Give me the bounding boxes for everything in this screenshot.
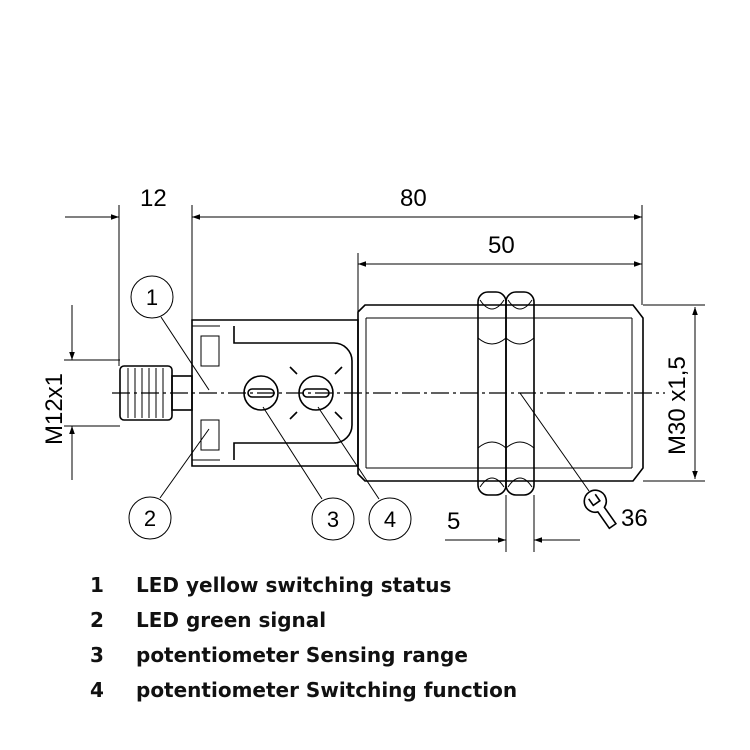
dim-80-label: 80 xyxy=(400,185,427,212)
legend-text: potentiometer Sensing range xyxy=(136,643,468,667)
callout-1-label: 1 xyxy=(146,285,158,310)
dimension-5: 5 xyxy=(445,495,580,552)
wrench-size-label: 36 xyxy=(621,505,648,532)
dimension-80: 80 xyxy=(400,185,643,305)
callout-1: 1 xyxy=(130,275,210,391)
legend-item: 1 LED yellow switching status xyxy=(90,568,517,603)
legend-number: 4 xyxy=(90,678,104,702)
lock-nut-2 xyxy=(505,291,535,496)
legend-item: 4 potentiometer Switching function xyxy=(90,673,517,708)
legend-item: 2 LED green signal xyxy=(90,603,517,638)
dim-12-label: 12 xyxy=(140,185,167,212)
callout-2: 2 xyxy=(128,428,210,540)
dimension-m12: M12x1 xyxy=(41,305,120,480)
legend-number: 3 xyxy=(90,643,104,667)
legend-number: 1 xyxy=(90,573,104,597)
callout-4-label: 4 xyxy=(384,507,396,532)
callout-3-label: 3 xyxy=(327,507,339,532)
wrench-dimension: 36 xyxy=(519,392,648,532)
dimension-m30: M30 x1,5 xyxy=(643,304,705,482)
legend-text: potentiometer Switching function xyxy=(136,678,518,702)
dim-m12-label: M12x1 xyxy=(41,373,68,445)
potentiometer-sensing xyxy=(243,375,279,411)
dimension-12: 12 xyxy=(65,185,642,366)
wrench-icon xyxy=(583,489,618,530)
legend-item: 3 potentiometer Sensing range xyxy=(90,638,517,673)
dim-5-label: 5 xyxy=(447,508,460,535)
dim-50-label: 50 xyxy=(488,232,515,259)
potentiometer-switching xyxy=(289,366,343,420)
legend-number: 2 xyxy=(90,608,104,632)
callout-2-label: 2 xyxy=(144,506,156,531)
legend-text: LED yellow switching status xyxy=(136,573,452,597)
callout-4: 4 xyxy=(317,406,412,541)
legend-text: LED green signal xyxy=(136,608,327,632)
legend: 1 LED yellow switching status 2 LED gree… xyxy=(90,568,517,708)
dimension-50: 50 xyxy=(357,232,642,312)
callout-3: 3 xyxy=(262,406,355,541)
dim-m30-label: M30 x1,5 xyxy=(664,356,691,455)
threaded-barrel xyxy=(357,304,644,482)
